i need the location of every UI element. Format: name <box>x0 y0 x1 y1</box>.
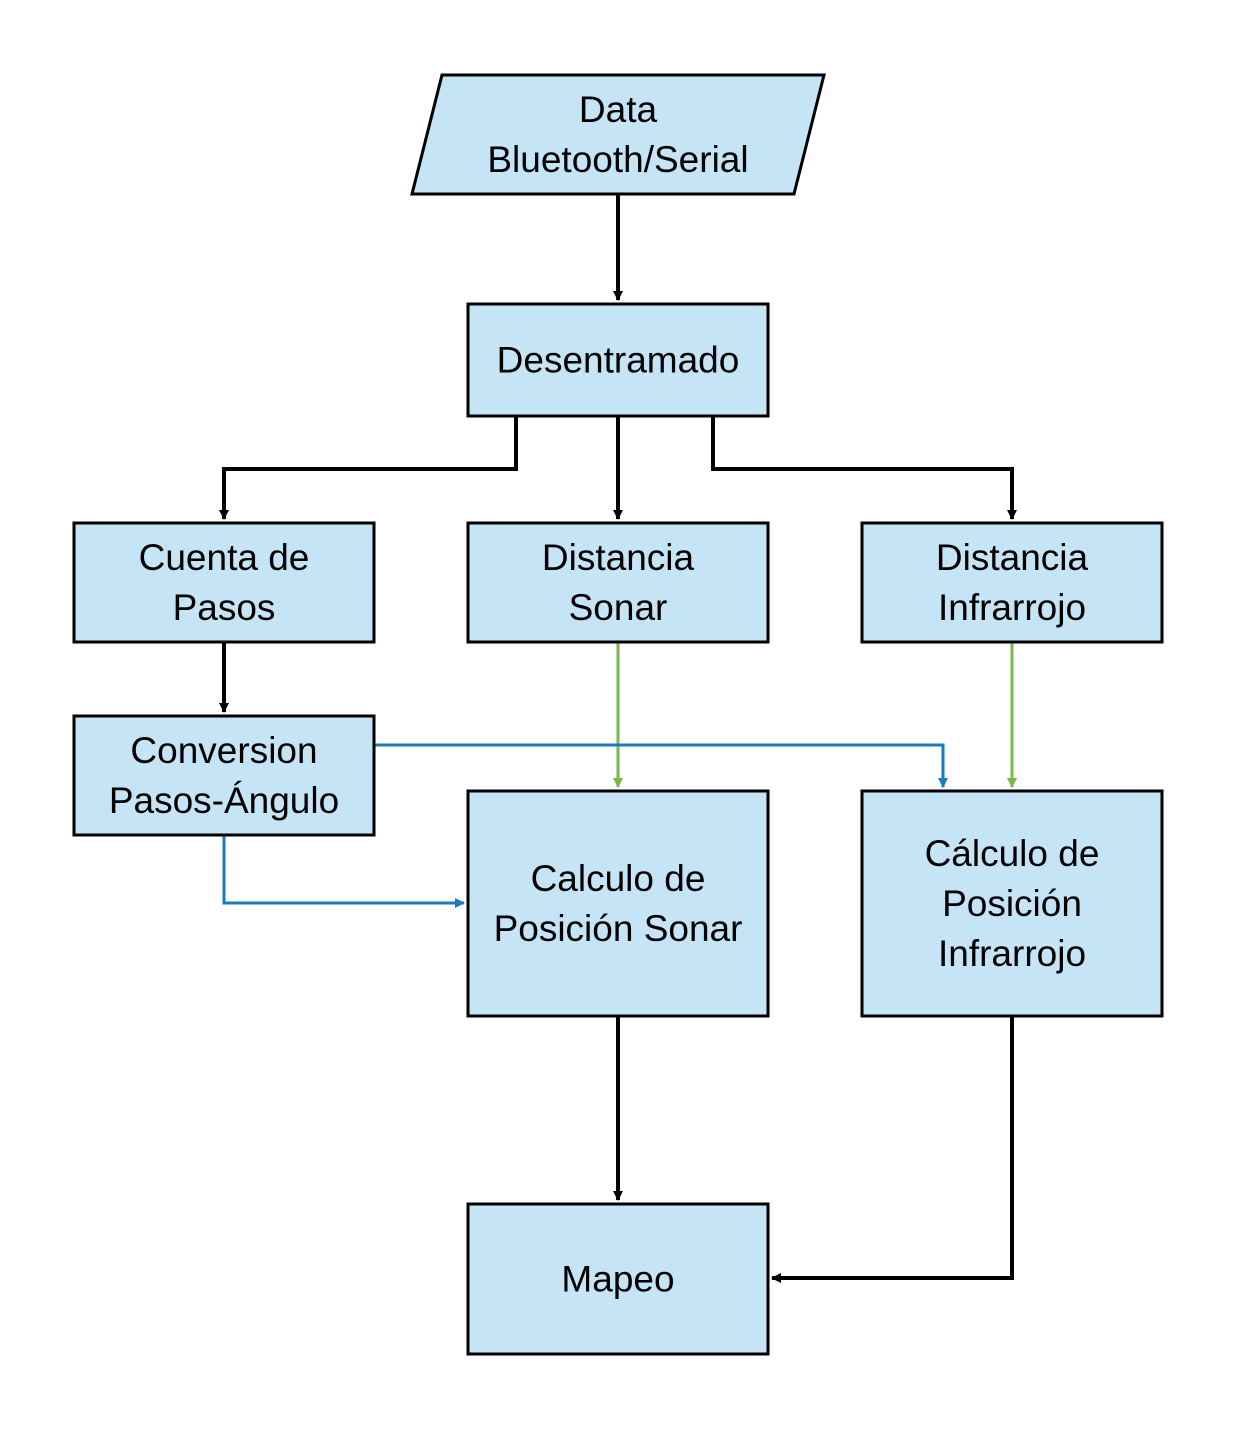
node-calculo-sonar-label: Calculo de Posición Sonar <box>494 858 743 949</box>
node-label-line: Cuenta de <box>139 537 310 578</box>
node-calculo-infrarrojo-shape <box>860 789 1164 1018</box>
node-cuenta-pasos-shape <box>72 521 376 644</box>
node-label-line: Bluetooth/Serial <box>487 139 748 180</box>
node-label-line: Data <box>579 89 658 130</box>
node-label-line: Posición Sonar <box>494 908 743 949</box>
node-desentramado-label: Desentramado <box>497 340 740 381</box>
node-label-line: Pasos <box>173 587 276 628</box>
edge-conversion-to-calculo-sonar <box>222 835 465 908</box>
edge-desentramado-to-distancia-infrarrojo <box>711 416 1017 520</box>
node-label-line: Sonar <box>569 587 668 628</box>
node-distancia-sonar-shape <box>466 521 770 644</box>
node-mapeo-label: Mapeo <box>561 1259 674 1300</box>
node-desentramado[interactable]: Desentramado <box>466 302 770 418</box>
node-label-line: Cálculo de <box>925 833 1100 874</box>
edges <box>219 194 1017 1283</box>
node-label-line: Calculo de <box>531 858 706 899</box>
node-label-line: Desentramado <box>497 340 740 381</box>
node-mapeo[interactable]: Mapeo <box>466 1202 770 1356</box>
node-label-line: Pasos-Ángulo <box>109 780 339 821</box>
edge-conversion-to-calculo-infrarrojo <box>374 743 948 788</box>
node-calculo-sonar-shape <box>466 789 770 1018</box>
node-label-line: Distancia <box>542 537 695 578</box>
node-label-line: Distancia <box>936 537 1089 578</box>
node-cuenta-pasos-label: Cuenta de Pasos <box>139 537 310 628</box>
edge-desentramado-to-cuenta-pasos <box>219 416 518 520</box>
node-distancia-infrarrojo-shape <box>860 521 1164 644</box>
node-label-line: Mapeo <box>561 1259 674 1300</box>
node-label-line: Conversion <box>130 730 317 771</box>
node-label-line: Posición <box>942 883 1082 924</box>
node-desentramado-shape <box>466 302 770 418</box>
node-mapeo-shape <box>466 1202 770 1356</box>
node-conversion-shape <box>72 714 376 837</box>
node-label-line: Infrarrojo <box>938 933 1086 974</box>
node-cuenta-pasos[interactable]: Cuenta de Pasos <box>72 521 376 644</box>
node-calculo-sonar[interactable]: Calculo de Posición Sonar <box>466 789 770 1018</box>
node-data-input-shape <box>410 73 826 196</box>
edge-calculo-infrarrojo-to-mapeo <box>771 1016 1014 1283</box>
node-label-line: Infrarrojo <box>938 587 1086 628</box>
